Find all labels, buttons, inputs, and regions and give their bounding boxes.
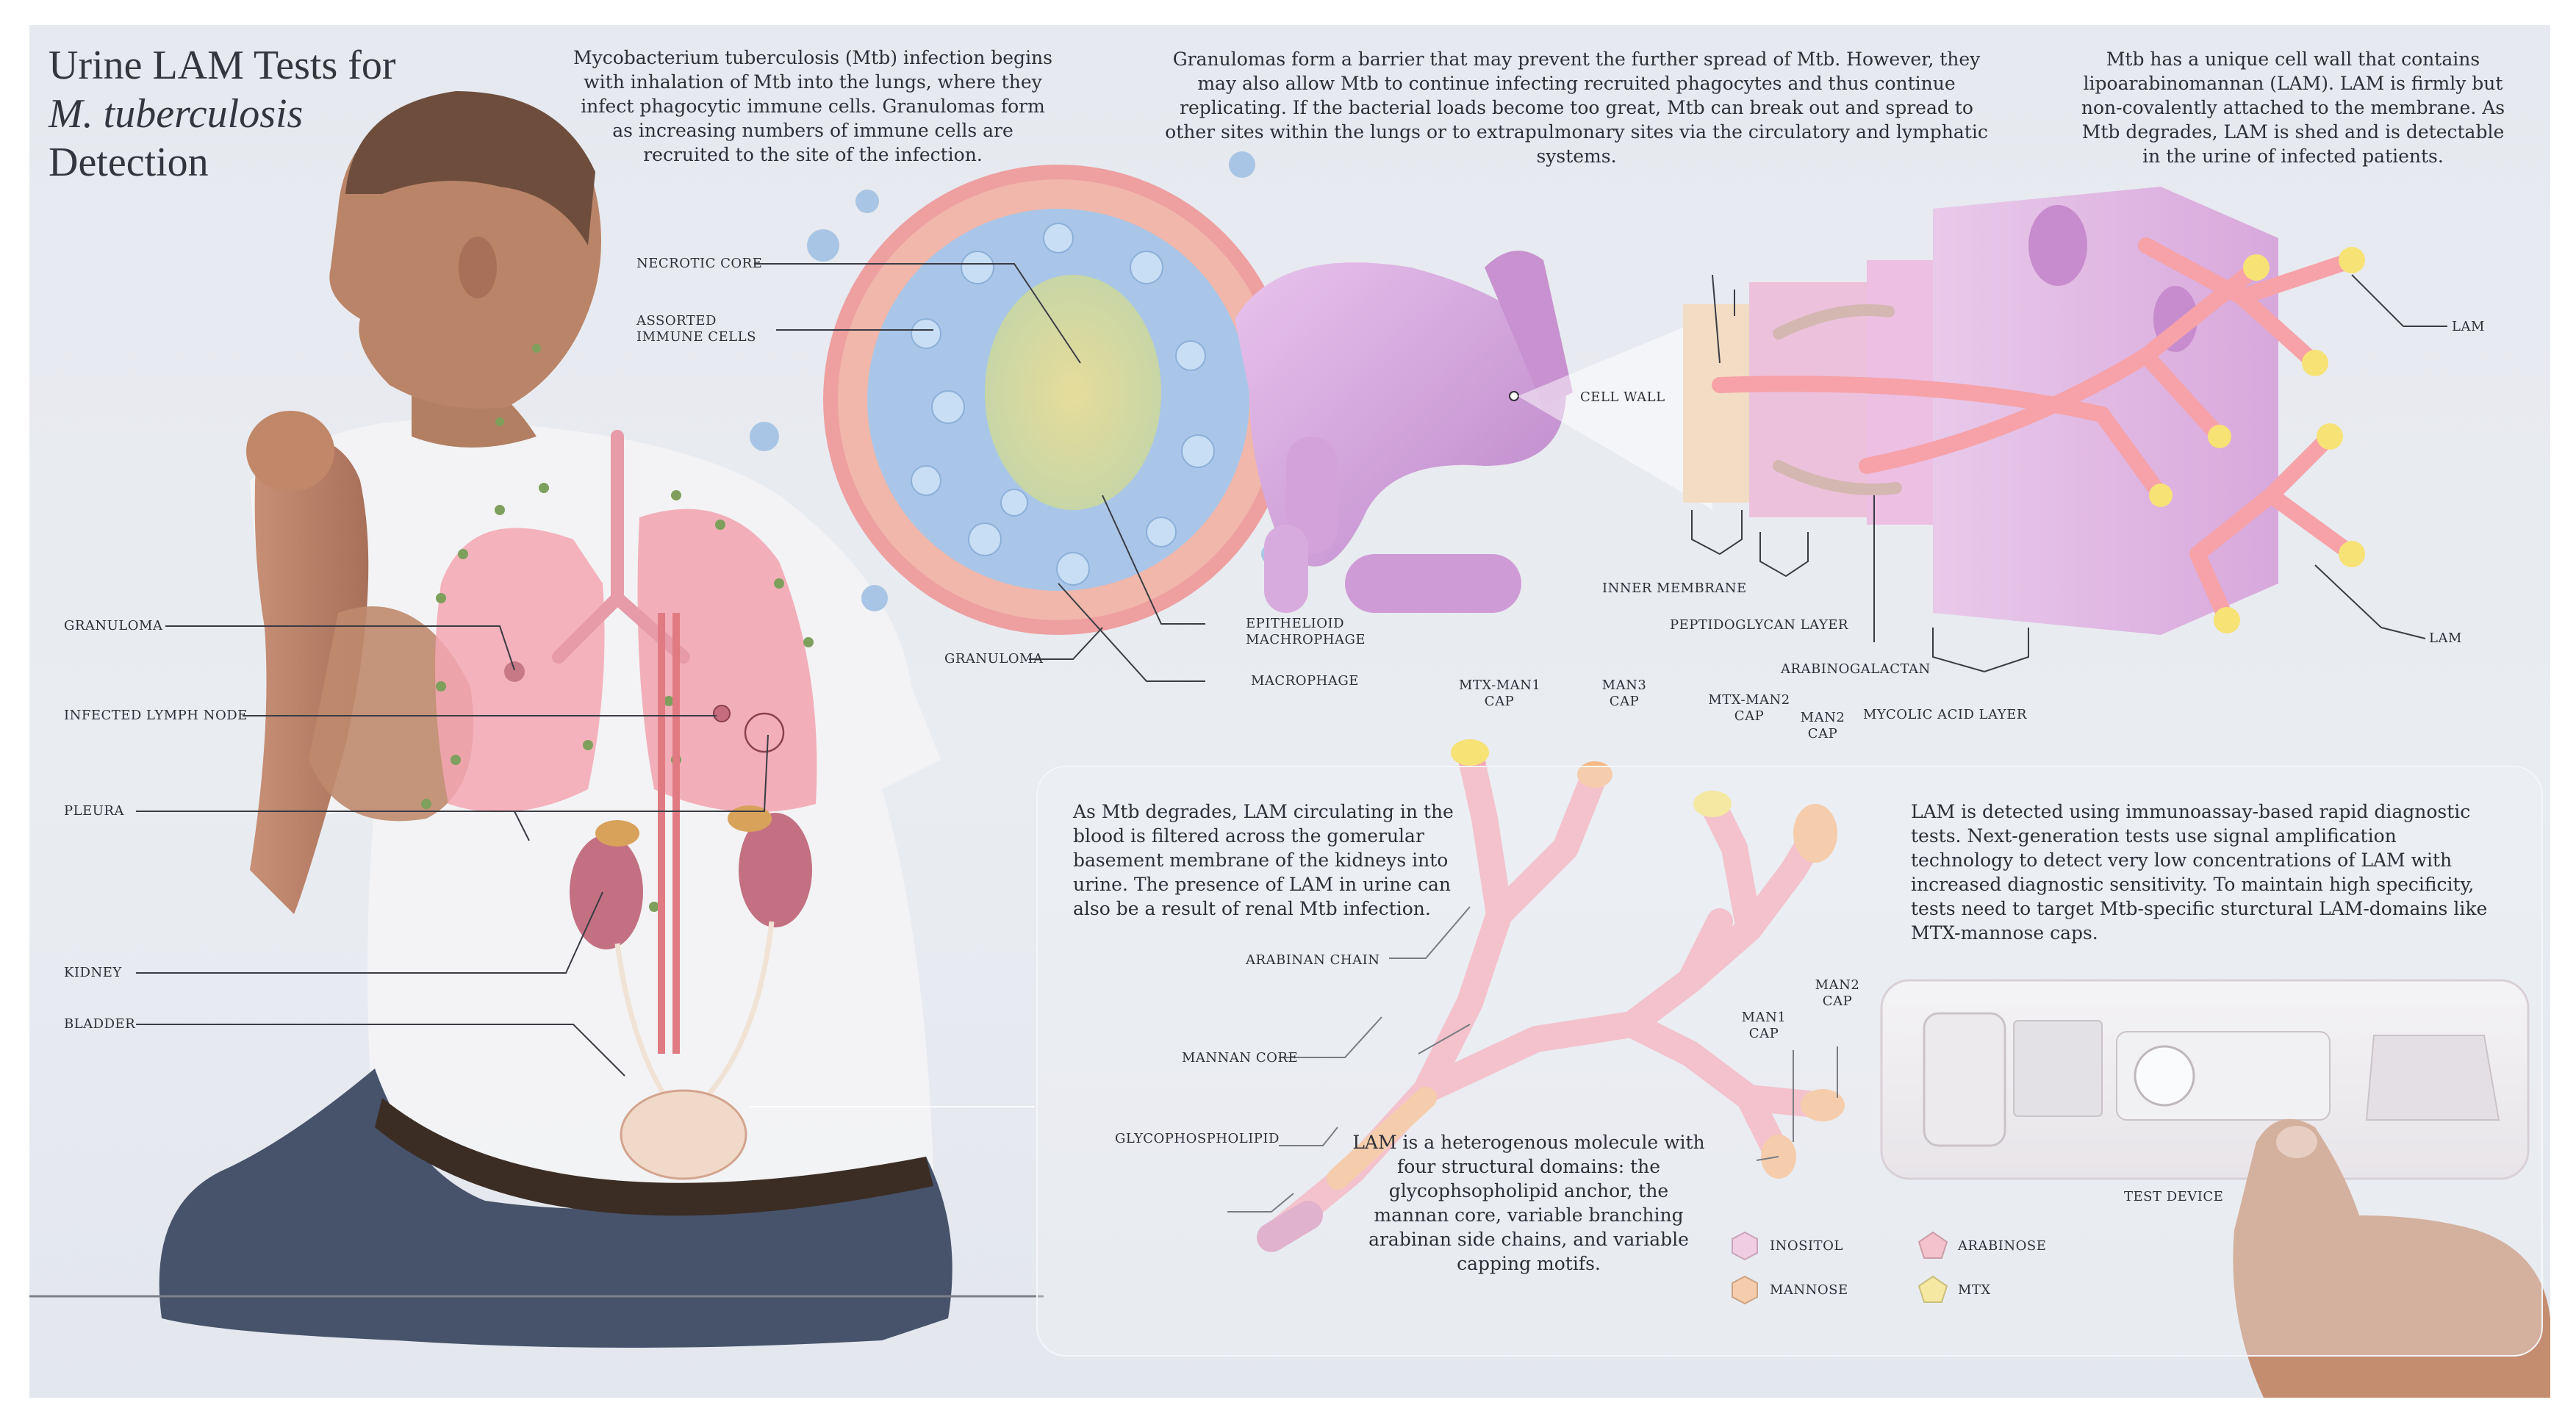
title-line-3: Detection bbox=[49, 140, 209, 185]
legend-swatch-mannose bbox=[1732, 1275, 1758, 1305]
bacterium-4 bbox=[1286, 437, 1338, 554]
heterogenous-paragraph: LAM is a heterogenous molecule with four… bbox=[1352, 1132, 1705, 1274]
lam-strands bbox=[1712, 237, 2360, 628]
label-kidney: KIDNEY bbox=[64, 965, 122, 980]
lam-molecule-caps bbox=[1451, 739, 1732, 817]
label-glycophospholipid: GLYCOPHOSPHOLIPID bbox=[1115, 1131, 1280, 1146]
bacterium-3 bbox=[1345, 554, 1521, 613]
legend-mtx: MTX bbox=[1958, 1282, 1991, 1298]
right-kidney bbox=[739, 813, 812, 927]
thumbnail bbox=[2276, 1126, 2317, 1158]
mtb-bacteria bbox=[1235, 251, 1712, 613]
label-mannan-core: MANNAN CORE bbox=[1182, 1050, 1299, 1066]
porin-1 bbox=[2028, 205, 2087, 286]
label-infected-lymph-node: INFECTED LYMPH NODE bbox=[64, 708, 248, 723]
bladder-organ bbox=[620, 1089, 747, 1180]
ear bbox=[459, 237, 497, 298]
label-peptidoglycan: PEPTIDOGLYCAN LAYER bbox=[1670, 617, 1848, 633]
lam-caps bbox=[2149, 247, 2365, 633]
bacterium-5 bbox=[1264, 525, 1308, 613]
granuloma-cross-section bbox=[750, 151, 1294, 635]
person-figure bbox=[29, 91, 1044, 1348]
hand bbox=[2233, 1118, 2550, 1398]
aorta bbox=[658, 613, 680, 1054]
label-macrophage: MACROPHAGE bbox=[1251, 673, 1359, 689]
label-inner-membrane: INNER MEMBRANE bbox=[1602, 581, 1747, 596]
infection-paragraph: Mycobacterium tuberculosis (Mtb) infecti… bbox=[573, 47, 1052, 165]
label-assorted: ASSORTED bbox=[636, 313, 717, 328]
cell-wall-pointer bbox=[1509, 391, 1519, 401]
immune-cell-dots bbox=[911, 223, 1215, 586]
label-machrophage: MACHROPHAGE bbox=[1246, 632, 1366, 647]
label-bladder: BLADDER bbox=[64, 1016, 136, 1032]
label-epithelioid: EPITHELIOID bbox=[1246, 616, 1345, 631]
label-arabinogalactan: ARABINOGALACTAN bbox=[1781, 661, 1931, 677]
arabinogalactan-strands bbox=[1773, 304, 1902, 495]
page-title: Urine LAM Tests for M. tuberculosis Dete… bbox=[49, 41, 396, 187]
label-test-device: TEST DEVICE bbox=[2124, 1189, 2224, 1204]
sample-well bbox=[1923, 1012, 2006, 1147]
necrotic-core bbox=[985, 275, 1161, 510]
cell-wall-model bbox=[1683, 187, 2365, 635]
label-cell-wall: CELL WALL bbox=[1580, 389, 1665, 405]
label-lam-bottom: LAM bbox=[2429, 631, 2462, 646]
bacterium-2 bbox=[1485, 251, 1573, 407]
lymph-node-highlight bbox=[744, 712, 785, 753]
legend-mannose: MANNOSE bbox=[1770, 1282, 1848, 1298]
lung-granuloma bbox=[504, 661, 525, 682]
legend-swatch-mtx bbox=[1917, 1275, 1948, 1303]
label-pleura: PLEURA bbox=[64, 803, 124, 819]
strip-window bbox=[2013, 1020, 2103, 1117]
lam-detection-panel bbox=[1036, 766, 2543, 1357]
right-lung bbox=[637, 509, 817, 813]
label-arabinan-chain: ARABINAN CHAIN bbox=[1246, 952, 1380, 968]
cell-wall-paragraph: Mtb has a unique cell wall that contains… bbox=[2081, 49, 2505, 167]
label-granuloma-section: GRANULOMA bbox=[944, 651, 1044, 667]
legend-swatch-inositol bbox=[1732, 1231, 1758, 1261]
glycophospholipid-tail bbox=[1257, 1201, 1323, 1252]
free-bacteria-blobs bbox=[750, 151, 1282, 611]
adrenal-left bbox=[595, 820, 639, 847]
fist bbox=[246, 411, 334, 492]
forearm bbox=[250, 434, 369, 914]
legend-inositol: INOSITOL bbox=[1770, 1238, 1843, 1254]
grip-area bbox=[2365, 1035, 2500, 1121]
title-line-1: Urine LAM Tests for bbox=[49, 43, 396, 88]
lam-molecule bbox=[1257, 739, 1845, 1252]
result-dot bbox=[2134, 1045, 2195, 1107]
left-kidney bbox=[570, 835, 643, 949]
legend-arabinose: ARABINOSE bbox=[1958, 1238, 2047, 1254]
detection-paragraph: LAM is detected using immunoassay-based … bbox=[1911, 801, 2488, 944]
illustration bbox=[29, 91, 2550, 1398]
leader-lines bbox=[136, 263, 2447, 1213]
shorts bbox=[159, 1068, 952, 1348]
label-necrotic-core: NECROTIC CORE bbox=[636, 256, 763, 271]
legend-swatch-arabinose bbox=[1917, 1231, 1948, 1259]
lam-mannose-core bbox=[1327, 1087, 1437, 1190]
label-mycolic-acid: MYCOLIC ACID LAYER bbox=[1863, 707, 2027, 722]
zoom-beam bbox=[1518, 315, 1712, 510]
label-immune-cells: IMMUNE CELLS bbox=[636, 329, 756, 345]
infected-lymph-node bbox=[713, 705, 731, 722]
label-lam-top: LAM bbox=[2452, 319, 2485, 334]
label-granuloma-body: GRANULOMA bbox=[64, 618, 163, 633]
granuloma-paragraph: Granulomas form a barrier that may preve… bbox=[1165, 49, 1988, 167]
legend-swatches bbox=[1732, 1231, 1948, 1305]
title-line-2: M. tuberculosis bbox=[49, 91, 304, 137]
hair bbox=[345, 91, 595, 245]
inner-membrane-block bbox=[1683, 304, 1749, 503]
lam-mannose-caps bbox=[1577, 761, 1845, 1179]
infographic-canvas: Urine LAM Tests for M. tuberculosis Dete… bbox=[29, 25, 2550, 1398]
test-device-group bbox=[1880, 979, 2550, 1398]
kidney-paragraph: As Mtb degrades, LAM circulating in the … bbox=[1073, 801, 1454, 919]
upper-arm bbox=[309, 606, 473, 822]
belt bbox=[375, 1098, 933, 1216]
